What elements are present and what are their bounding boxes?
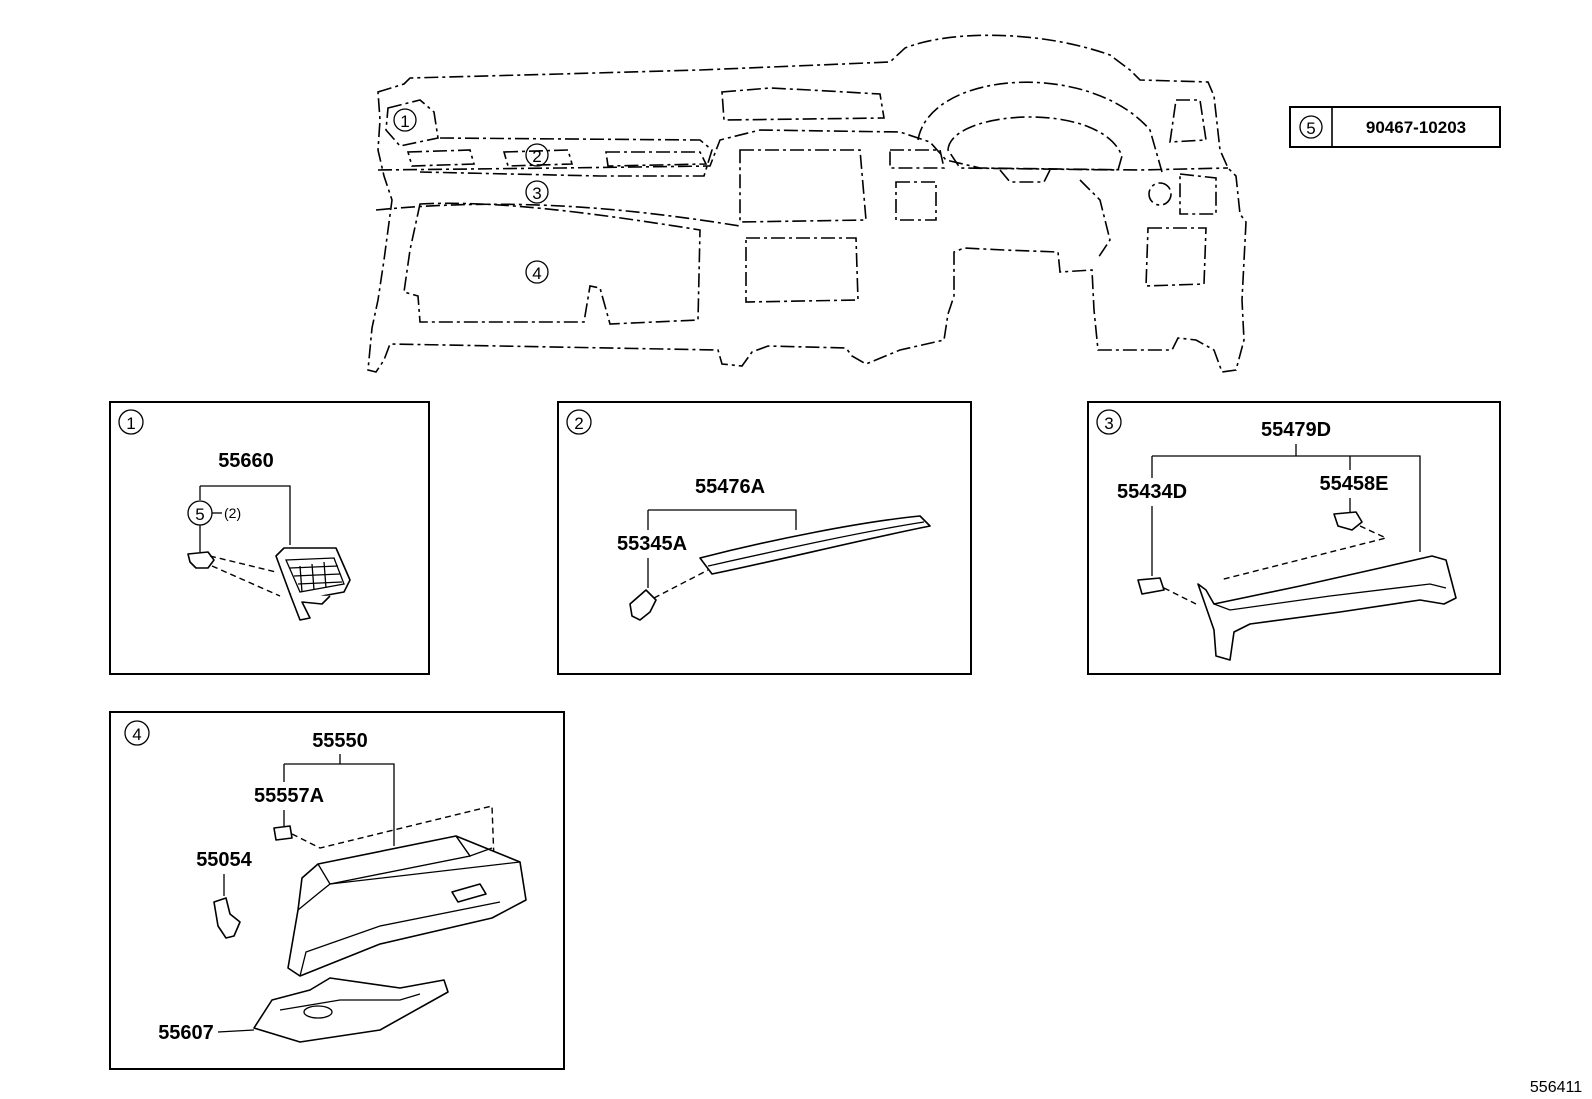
panel-1-ref: 5 bbox=[195, 505, 204, 524]
panel-3-index: 3 bbox=[1104, 414, 1113, 433]
qty-label: (2) bbox=[224, 505, 241, 521]
clip-55458E-part bbox=[1333, 511, 1363, 531]
label-55345A: 55345A bbox=[617, 533, 687, 555]
legend-index: 5 bbox=[1306, 119, 1315, 138]
dashboard-overview: 1 2 3 4 bbox=[367, 34, 1247, 373]
panel-1: 1 55660 5 (2) bbox=[109, 401, 430, 675]
trim-clip-part bbox=[629, 589, 657, 621]
callout-3: 3 bbox=[532, 184, 541, 203]
label-55557A: 55557A bbox=[254, 785, 324, 807]
callout-2: 2 bbox=[532, 147, 541, 166]
pillar-trim-part bbox=[1197, 555, 1457, 661]
trim-strip-part bbox=[699, 515, 931, 575]
glove-box-handle-part bbox=[451, 883, 487, 903]
clip-part bbox=[187, 551, 215, 569]
striker-part bbox=[213, 897, 241, 939]
vent-bracket-part bbox=[289, 593, 331, 621]
lower-panel-part bbox=[253, 977, 449, 1043]
callout-1: 1 bbox=[400, 112, 409, 131]
callout-4: 4 bbox=[532, 264, 541, 283]
label-55550: 55550 bbox=[312, 730, 368, 752]
glove-box-part bbox=[287, 835, 527, 977]
legend-part-number: 90467-10203 bbox=[1366, 118, 1466, 137]
label-55607: 55607 bbox=[158, 1022, 214, 1044]
panel-2-index: 2 bbox=[574, 414, 583, 433]
label-55479D: 55479D bbox=[1261, 419, 1331, 441]
label-55458E: 55458E bbox=[1320, 473, 1389, 495]
legend-table: 5 90467-10203 bbox=[1289, 106, 1501, 148]
label-55434D: 55434D bbox=[1117, 481, 1187, 503]
panel-1-index: 1 bbox=[126, 414, 135, 433]
label-55660: 55660 bbox=[218, 450, 274, 472]
panel-4: 4 55550 55557A 55054 55607 bbox=[109, 711, 565, 1070]
label-55476A: 55476A bbox=[695, 476, 765, 498]
clip-55434D-part bbox=[1137, 577, 1165, 595]
panel-2: 2 55476A 55345A bbox=[557, 401, 972, 675]
label-55054: 55054 bbox=[196, 849, 252, 871]
diagram-id: 556411 bbox=[1530, 1079, 1582, 1096]
plug-part bbox=[273, 825, 293, 841]
panel-4-index: 4 bbox=[132, 725, 141, 744]
panel-3: 3 55479D 55434D 55458E bbox=[1087, 401, 1501, 675]
